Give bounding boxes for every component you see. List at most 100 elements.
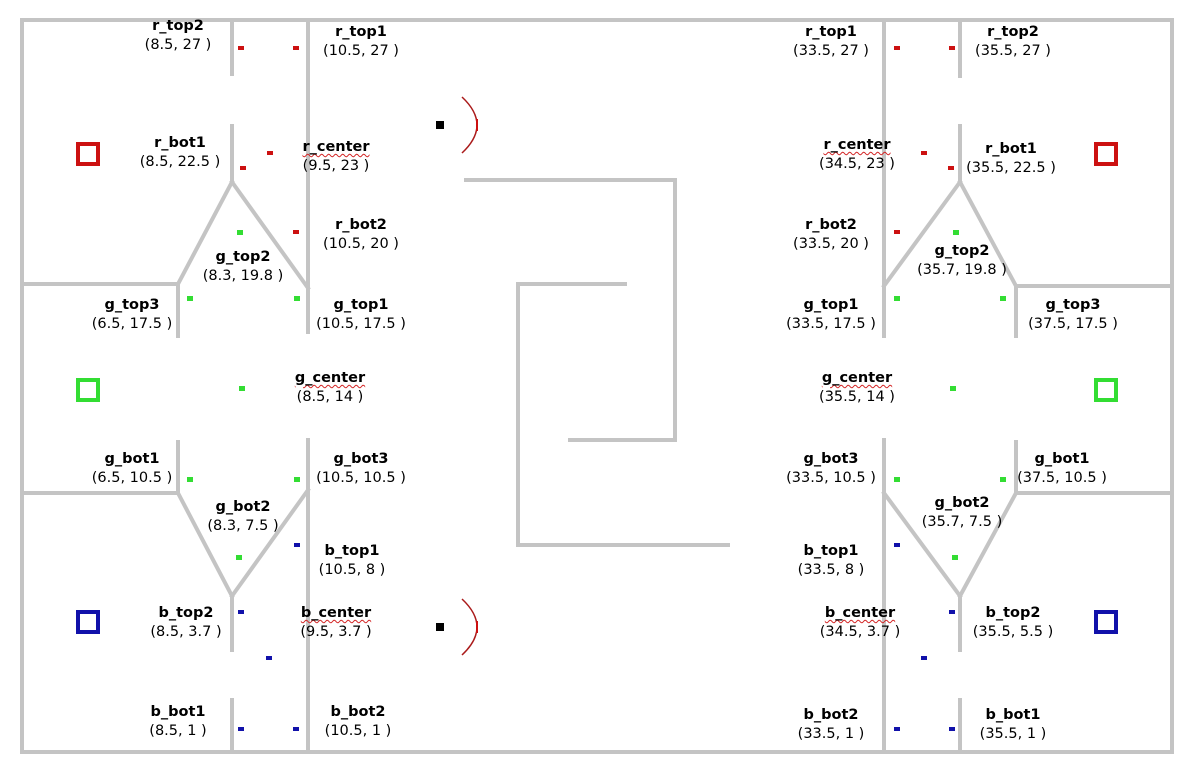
point-label-r-b-bot2: b_bot2(33.5, 1 ) <box>798 706 865 744</box>
point-marker-l-b-bot2 <box>293 727 299 731</box>
point-coords: (10.5, 10.5 ) <box>316 470 406 486</box>
point-marker-r-r-bot2 <box>894 230 900 234</box>
point-marker-l-g-top3 <box>187 295 193 301</box>
point-label-r-g-top3: g_top3(37.5, 17.5 ) <box>1028 296 1118 334</box>
point-name: g_top1 <box>333 297 389 313</box>
point-label-l-b-top2: b_top2 (8.5, 3.7 ) <box>150 604 221 642</box>
point-name: g_center <box>294 370 366 386</box>
point-marker-r-b-top2 <box>921 656 927 660</box>
robot-top-sensor-arc <box>461 96 478 154</box>
point-coords: (8.5, 3.7 ) <box>150 624 222 640</box>
point-coords: (8.3, 19.8 ) <box>202 268 284 284</box>
point-coords: (33.5, 27 ) <box>793 43 869 59</box>
point-name: g_top2 <box>934 243 990 259</box>
point-name: g_bot1 <box>1034 451 1090 467</box>
base-right-green-square <box>1094 378 1118 402</box>
point-marker-r-b-top1 <box>894 543 900 547</box>
point-marker-r-b-bot2 <box>894 727 900 731</box>
point-name: b_top1 <box>324 543 380 559</box>
point-label-l-g-center: g_center (8.5, 14 ) <box>295 369 365 407</box>
point-label-l-g-bot2: g_bot2 (8.3, 7.5 ) <box>207 498 278 536</box>
base-left-blue-square <box>76 610 100 634</box>
point-marker-r-r-top2 <box>949 46 955 50</box>
point-name: r_bot1 <box>985 141 1037 157</box>
point-label-r-g-top1: g_top1 (33.5, 17.5 ) <box>786 296 876 334</box>
point-coords: (35.7, 7.5 ) <box>921 514 1003 530</box>
point-name: b_bot2 <box>330 704 386 720</box>
point-coords: (35.5, 1 ) <box>979 726 1047 742</box>
point-label-l-b-bot2: b_bot2 (10.5, 1 ) <box>325 703 392 741</box>
point-label-r-r-top2: r_top2(35.5, 27 ) <box>975 23 1051 61</box>
point-coords: (35.5, 5.5 ) <box>972 624 1054 640</box>
point-name: g_bot2 <box>215 499 271 515</box>
point-name: g_top1 <box>803 297 859 313</box>
point-marker-r-g-top3 <box>1000 295 1006 301</box>
point-coords: (8.5, 14 ) <box>296 389 364 405</box>
wall-r-diag-3 <box>881 490 963 599</box>
wall-r-diag-4 <box>957 490 1019 599</box>
point-coords: (10.5, 1 ) <box>324 723 392 739</box>
point-name: r_bot1 <box>154 135 206 151</box>
point-label-r-r-center: r_center (34.5, 23 ) <box>819 136 895 174</box>
point-name: g_center <box>821 370 893 386</box>
point-name: g_bot3 <box>333 451 389 467</box>
point-label-l-r-bot2: r_bot2(10.5, 20 ) <box>323 216 399 254</box>
point-label-r-b-bot1: b_bot1 (35.5, 1 ) <box>980 706 1047 744</box>
point-name: g_bot1 <box>104 451 160 467</box>
point-marker-r-g-bot3 <box>894 476 900 482</box>
point-name: b_center <box>300 605 372 621</box>
point-label-r-g-top2: g_top2 (35.7, 19.8 ) <box>917 242 1007 280</box>
point-name: b_center <box>824 605 896 621</box>
point-coords: (10.5, 20 ) <box>323 236 399 252</box>
point-marker-r-g-center <box>950 385 956 391</box>
point-marker-l-g-bot2 <box>236 554 242 560</box>
point-marker-l-r-center <box>267 151 273 155</box>
base-right-blue-square <box>1094 610 1118 634</box>
point-marker-l-g-top1 <box>294 295 300 301</box>
point-coords: (35.5, 27 ) <box>975 43 1051 59</box>
point-label-l-r-top2: r_top2(8.5, 27 ) <box>145 17 212 55</box>
point-label-l-g-bot3: g_bot3 (10.5, 10.5 ) <box>316 450 406 488</box>
point-marker-r-r-bot1 <box>948 166 954 170</box>
point-coords: (35.5, 22.5 ) <box>966 160 1056 176</box>
point-marker-r-g-bot2 <box>952 554 958 560</box>
point-name: b_top1 <box>803 543 859 559</box>
point-coords: (8.5, 22.5 ) <box>139 154 221 170</box>
point-name: b_bot2 <box>803 707 859 723</box>
point-name: r_bot2 <box>805 217 857 233</box>
point-coords: (35.5, 14 ) <box>819 389 895 405</box>
point-name: b_top2 <box>985 605 1041 621</box>
point-marker-l-g-top2 <box>237 229 243 235</box>
wall-l-diag-2 <box>229 179 311 291</box>
point-marker-l-g-center <box>239 385 245 391</box>
point-coords: (35.7, 19.8 ) <box>917 262 1007 278</box>
point-label-l-r-center: r_center(9.5, 23 ) <box>302 138 369 176</box>
point-coords: (10.5, 17.5 ) <box>316 316 406 332</box>
robot-bottom-sensor-arc <box>461 598 478 656</box>
point-label-l-b-center: b_center (9.5, 3.7 ) <box>300 604 371 642</box>
point-marker-r-g-bot1 <box>1000 476 1006 482</box>
point-name: b_bot1 <box>985 707 1041 723</box>
point-marker-r-g-top2 <box>953 229 959 235</box>
point-marker-l-b-bot1 <box>238 727 244 731</box>
point-name: r_top1 <box>335 24 387 40</box>
point-label-l-g-top2: g_top2(8.3, 19.8 ) <box>203 248 284 286</box>
point-name: r_top2 <box>152 18 204 34</box>
point-marker-r-r-center <box>921 151 927 155</box>
point-label-r-g-center: g_center (35.5, 14 ) <box>819 369 895 407</box>
point-coords: (34.5, 23 ) <box>819 156 895 172</box>
point-coords: (9.5, 3.7 ) <box>300 624 372 640</box>
point-name: b_top2 <box>158 605 214 621</box>
point-label-r-b-top2: b_top2 (35.5, 5.5 ) <box>973 604 1054 642</box>
point-label-l-b-top1: b_top1(10.5, 8 ) <box>319 542 386 580</box>
base-right-red-square <box>1094 142 1118 166</box>
point-coords: (34.5, 3.7 ) <box>819 624 901 640</box>
point-coords: (33.5, 8 ) <box>797 562 865 578</box>
point-name: r_center <box>823 137 891 153</box>
point-coords: (33.5, 17.5 ) <box>786 316 876 332</box>
point-coords: (33.5, 10.5 ) <box>786 470 876 486</box>
point-coords: (8.3, 7.5 ) <box>207 518 279 534</box>
point-label-l-r-bot1: r_bot1 (8.5, 22.5 ) <box>140 134 221 172</box>
point-label-l-g-top3: g_top3(6.5, 17.5 ) <box>92 296 173 334</box>
point-name: g_top3 <box>1045 297 1101 313</box>
